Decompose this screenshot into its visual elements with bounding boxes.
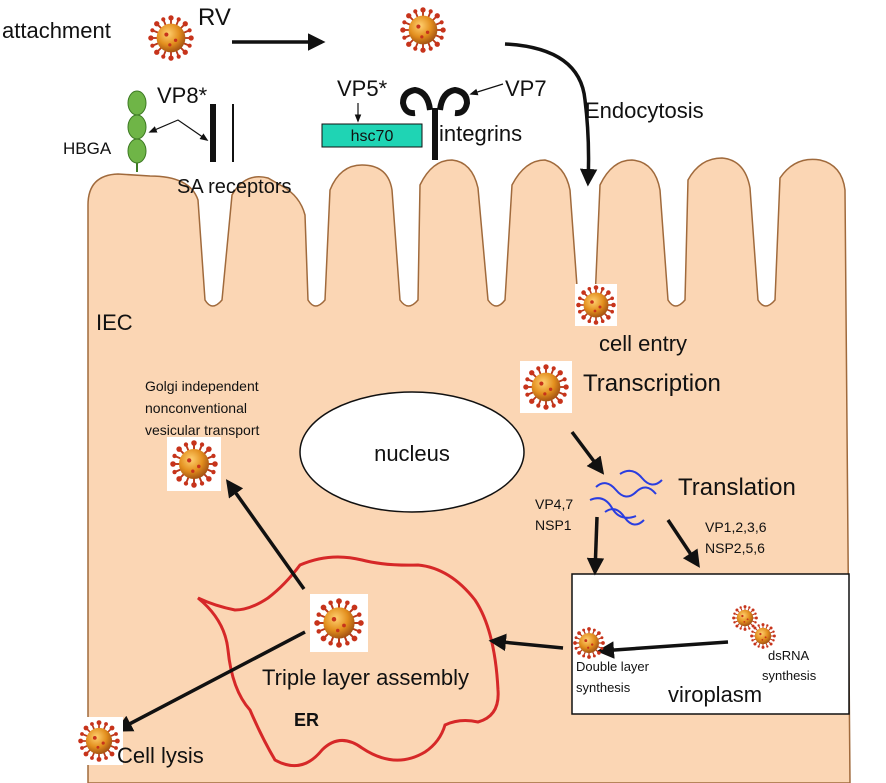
- sa-receptors-icon: [210, 104, 234, 162]
- virus-icon: [520, 361, 572, 413]
- iec-label: IEC: [96, 310, 133, 335]
- nucleus-label: nucleus: [374, 441, 450, 466]
- process-arrows: [114, 33, 729, 732]
- vp8-label: VP8*: [157, 83, 208, 108]
- cell-entry-label: cell entry: [599, 331, 687, 356]
- rv-label: RV: [198, 4, 231, 31]
- virus-icon: [167, 437, 221, 491]
- hbga-label: HBGA: [63, 139, 112, 158]
- virus-icon: [575, 284, 617, 326]
- interaction-arrows: [148, 83, 504, 141]
- sa-receptors-label: SA receptors: [177, 176, 292, 198]
- virus-icon: [75, 717, 123, 765]
- vp7-label: VP7: [505, 76, 547, 101]
- integrin-receptor-icon: [399, 86, 471, 160]
- hsc70-box: [321, 123, 423, 148]
- vp5-label: VP5*: [337, 76, 388, 101]
- cell-lysis-label: Cell lysis: [117, 743, 204, 768]
- viroplasm-label: viroplasm: [668, 682, 762, 707]
- translation-label: Translation: [678, 474, 796, 501]
- virus-icon: [310, 594, 368, 652]
- dsrna-label-line1: dsRNA: [768, 648, 810, 663]
- double-layer-label-line1: Double layer: [576, 659, 650, 674]
- double-layer-label-line2: synthesis: [576, 680, 631, 695]
- virus-icon: [398, 5, 448, 55]
- hsc70-label: hsc70: [351, 128, 394, 145]
- vp47-label-line1: VP4,7: [535, 496, 573, 512]
- virus-icon: [572, 626, 606, 660]
- virus-icon: [749, 622, 777, 650]
- golgi-label-line1: Golgi independent: [145, 378, 259, 394]
- transcription-label: Transcription: [583, 370, 721, 397]
- integrins-label: integrins: [439, 121, 522, 146]
- hbga-bead-icon: [127, 90, 147, 172]
- virus-icon: [146, 13, 196, 63]
- er-membrane: [197, 555, 500, 768]
- vp47-label-line2: NSP1: [535, 517, 572, 533]
- vp1236-label-line1: VP1,2,3,6: [705, 519, 767, 535]
- er-label: ER: [294, 710, 319, 730]
- golgi-label-line3: vesicular transport: [145, 422, 259, 438]
- triple-layer-label: Triple layer assembly: [262, 665, 469, 690]
- golgi-label-line2: nonconventional: [145, 400, 247, 416]
- attachment-label: attachment: [2, 18, 111, 43]
- endocytosis-label: Endocytosis: [585, 98, 704, 123]
- nucleus: [299, 391, 525, 513]
- dsrna-label-line2: synthesis: [762, 668, 817, 683]
- vp1236-label-line2: NSP2,5,6: [705, 540, 765, 556]
- mrna-strand-icon: [589, 469, 663, 526]
